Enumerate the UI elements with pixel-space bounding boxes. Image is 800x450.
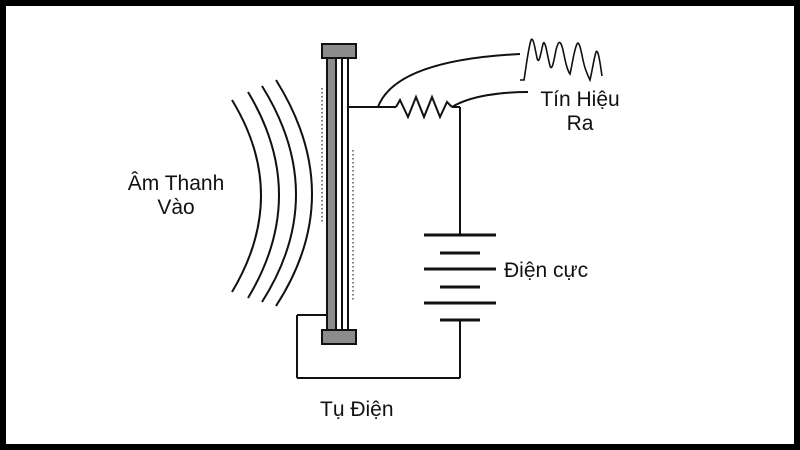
capacitor (321, 43, 357, 345)
signal-output-label-line1: Tín Hiệu (540, 88, 620, 111)
sound-wave-arc (275, 79, 313, 307)
electrode-battery (424, 233, 496, 322)
back-plate (341, 57, 349, 331)
circuit-wires (296, 53, 529, 379)
sound-input-label-line2: Vào (157, 196, 195, 219)
output-signal-waveform (520, 38, 603, 83)
sound-input-label-line1: Âm Thanh (127, 172, 225, 195)
output-wire (377, 53, 521, 108)
sound-wave-arc (261, 85, 297, 303)
diaphragm-plate (326, 57, 337, 331)
sound-input-label: Âm Thanh Vào (126, 172, 226, 220)
resistor (395, 94, 453, 120)
sound-wave-arc (231, 99, 262, 293)
sound-waves (231, 79, 313, 307)
top-clamp (321, 43, 357, 59)
electrode-label: Điện cực (504, 259, 589, 282)
signal-output-label: Tín Hiệu Ra (530, 88, 630, 136)
signal-output-label-line2: Ra (566, 112, 594, 135)
sound-wave-arc (247, 91, 280, 299)
capacitor-label: Tụ Điện (320, 398, 394, 421)
output-wire (451, 91, 529, 108)
diagram-canvas (6, 6, 794, 444)
bottom-clamp (321, 329, 357, 345)
